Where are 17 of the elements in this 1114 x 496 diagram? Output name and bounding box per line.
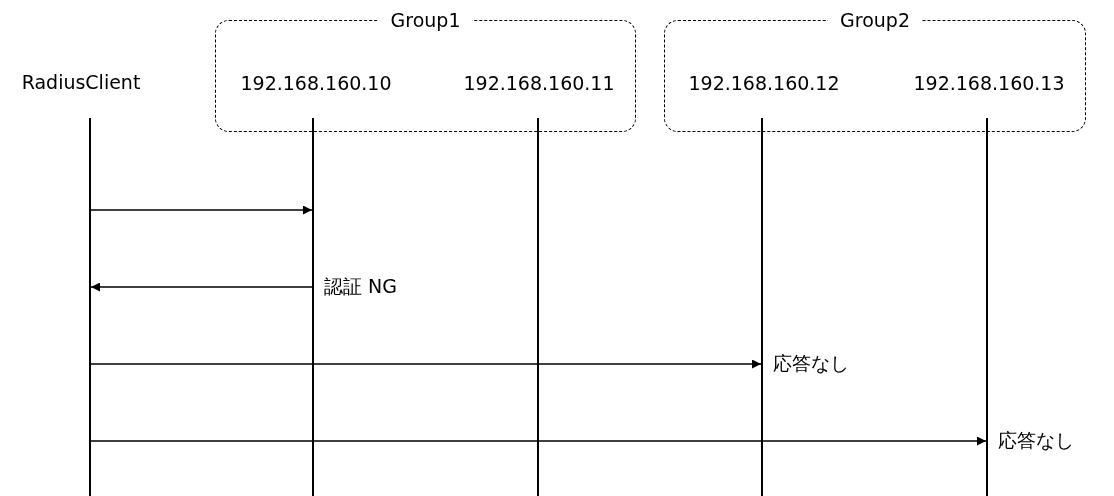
participant-label: 192.168.160.11 [441,71,637,95]
participant-label: RadiusClient [6,70,156,94]
lifeline [986,118,988,496]
edge-label: 認証 NG [324,274,397,298]
arrow [90,205,313,215]
arrow [90,282,313,292]
participant-label: 192.168.160.10 [218,71,414,95]
arrow [90,359,762,369]
arrow [90,436,987,446]
edge-label: 応答なし [773,351,849,375]
lifeline [537,118,539,496]
edge-label: 応答なし [998,428,1074,452]
participant-label: 192.168.160.12 [666,71,862,95]
lifeline [312,118,314,496]
lifeline [89,118,91,496]
participant-label: 192.168.160.13 [891,71,1087,95]
lifeline [761,118,763,496]
